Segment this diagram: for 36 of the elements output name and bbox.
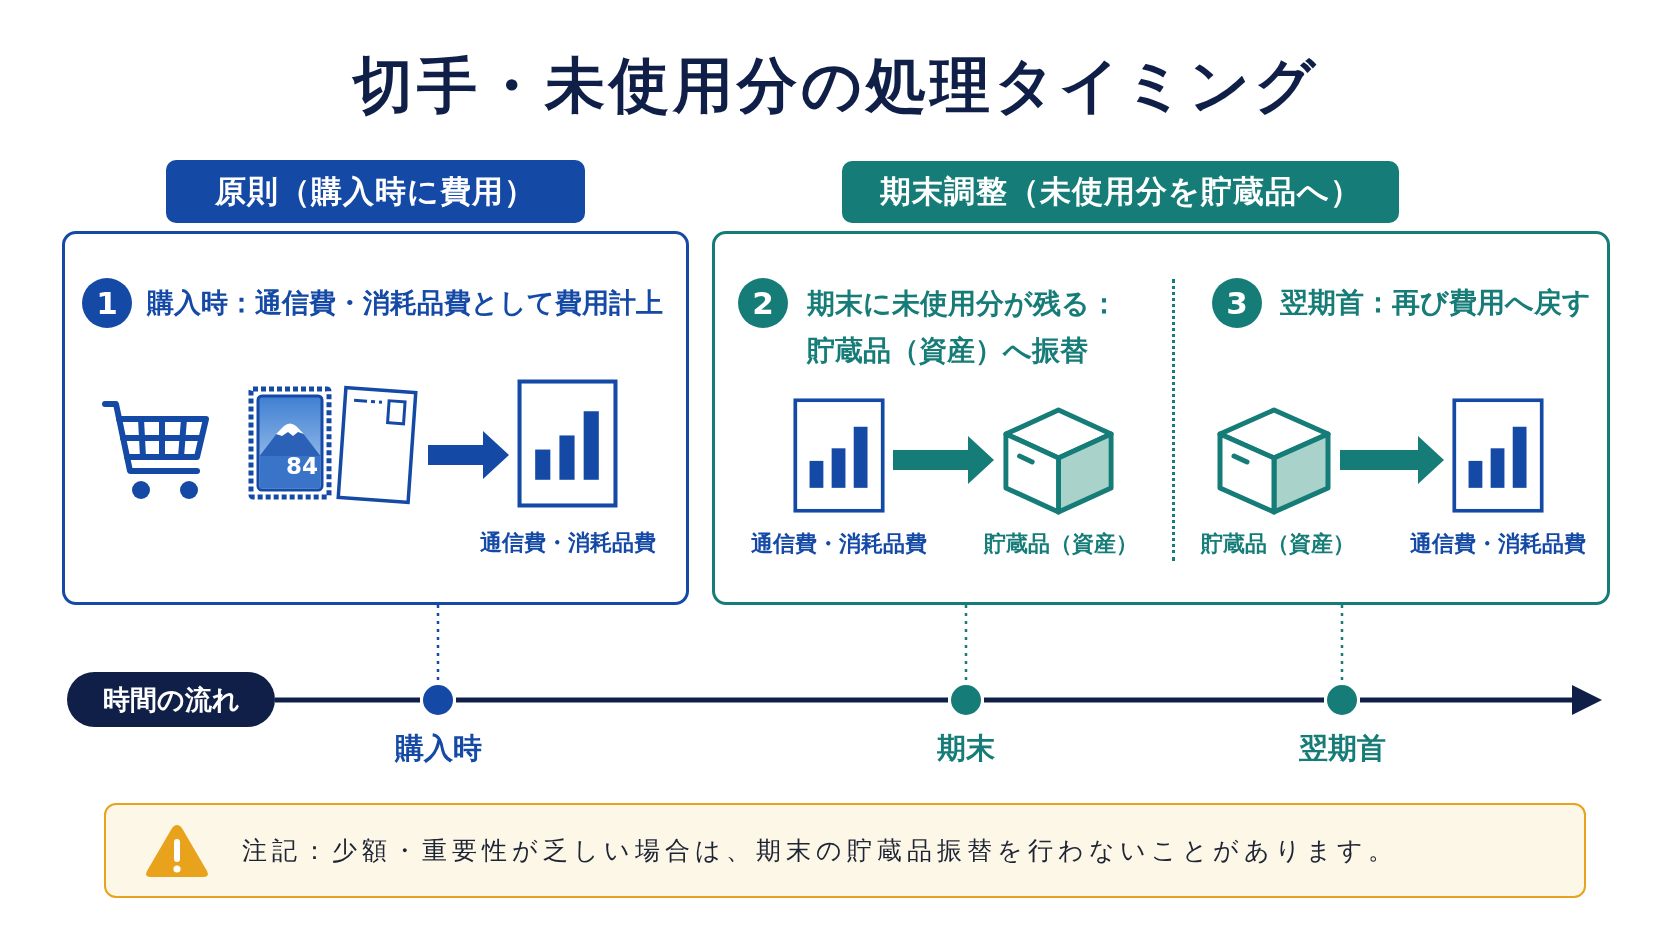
block-arrow — [893, 436, 994, 484]
step-description: 購入時：通信費・消耗品費として費用計上 — [147, 286, 664, 320]
panel-heading: 期末調整（未使用分を貯蔵品へ） — [842, 161, 1399, 223]
dotted-leader-line — [964, 605, 968, 682]
step-number: 2 — [738, 278, 788, 328]
icon-caption: 通信費・消耗品費 — [1409, 530, 1587, 558]
timeline-line — [275, 697, 420, 703]
bar-chart-document-icon — [793, 398, 885, 513]
note-text: 注記：少額・重要性が乏しい場合は、期末の貯蔵品振替を行わないことがあります。 — [242, 834, 1398, 867]
dotted-leader-line — [436, 605, 440, 682]
icon-caption: 貯蔵品（資産） — [982, 530, 1139, 558]
icon-caption: 通信費・消耗品費 — [750, 530, 928, 558]
block-arrow — [1340, 436, 1444, 484]
timeline-line — [456, 697, 948, 703]
time-point-label: 翌期首 — [1297, 730, 1387, 767]
time-point-label: 期末 — [936, 730, 996, 767]
cardboard-box-icon — [1216, 406, 1332, 516]
cardboard-box-icon — [1002, 406, 1115, 516]
step-number: 3 — [1212, 278, 1262, 328]
icon-caption: 貯蔵品（資産） — [1199, 530, 1356, 558]
panel-heading: 原則（購入時に費用） — [166, 160, 585, 223]
stamp-value: 84 — [285, 452, 319, 481]
diagram-title: 切手・未使用分の処理タイミング — [351, 49, 1320, 122]
timeline-arrow — [1360, 685, 1602, 715]
bar-chart-document-icon — [1452, 398, 1544, 513]
timeline-line — [984, 697, 1324, 703]
time-point-label: 購入時 — [393, 730, 483, 767]
icon-caption: 通信費・消耗品費 — [479, 529, 657, 557]
bar-chart-document-icon — [517, 379, 618, 508]
note-panel — [104, 803, 1586, 898]
dotted-leader-line — [1340, 605, 1344, 682]
timeline-heading: 時間の流れ — [67, 672, 275, 727]
block-arrow — [428, 431, 509, 479]
step-description: 翌期首：再び費用へ戻す — [1280, 286, 1592, 320]
step-number: 1 — [82, 278, 132, 328]
step-description: 期末に未使用分が残る：貯蔵品（資産）へ振替 — [807, 286, 1119, 369]
